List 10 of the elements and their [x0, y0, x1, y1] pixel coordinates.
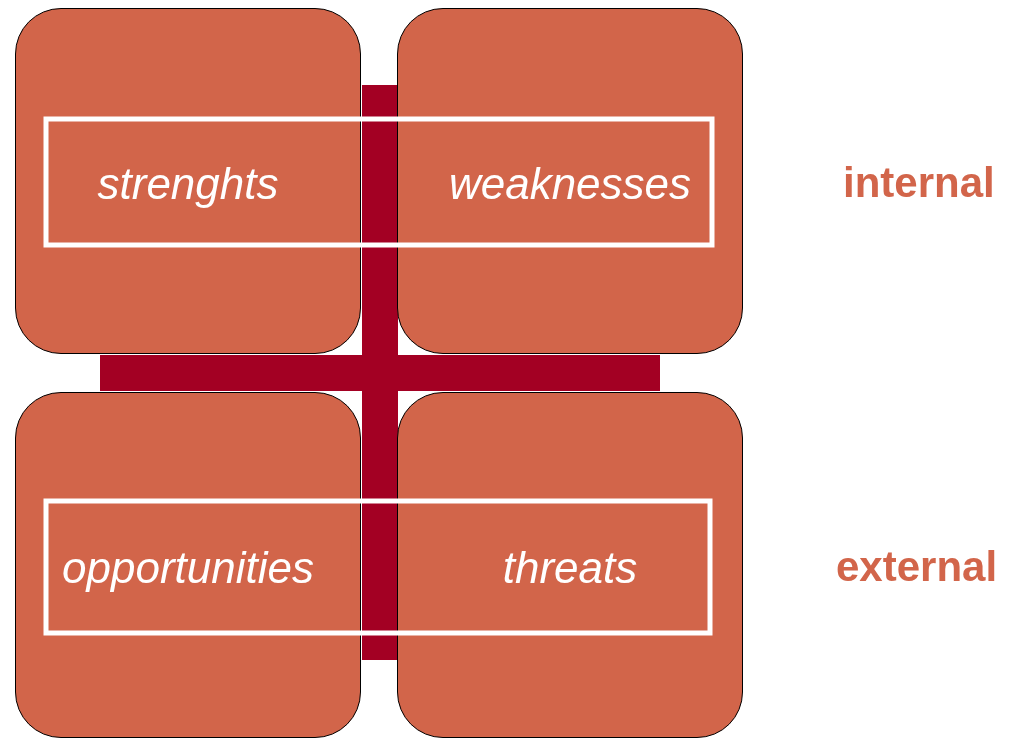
- row-label: internal: [843, 159, 995, 207]
- quadrant-label: strenghts: [97, 159, 279, 209]
- quadrant-box: [15, 8, 361, 354]
- quadrant-label: opportunities: [62, 543, 314, 593]
- quadrant-label: threats: [502, 543, 638, 593]
- quadrant-box: [397, 8, 743, 354]
- quadrant-box: [397, 392, 743, 738]
- quadrant-box: [15, 392, 361, 738]
- quadrant-label: weaknesses: [448, 159, 692, 209]
- row-label: external: [836, 543, 998, 591]
